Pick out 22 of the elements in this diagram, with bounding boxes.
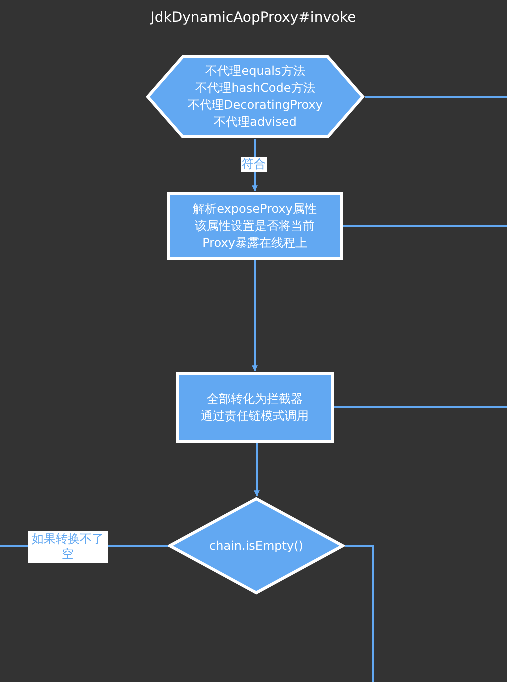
connector-line: [334, 406, 507, 408]
node-text: 通过责任链模式调用: [201, 408, 309, 424]
edge-label: 符合: [241, 157, 267, 172]
arrow: [254, 443, 260, 497]
node-text: 不代理hashCode方法: [196, 80, 316, 97]
connector-line: [343, 225, 507, 227]
connector-line: [365, 96, 507, 98]
arrow: [252, 260, 258, 372]
process-box: [167, 192, 343, 260]
process-box: [176, 372, 334, 443]
hexagon-shape: [146, 55, 365, 139]
node-text: chain.isEmpty(): [210, 538, 304, 554]
node-text: 该属性设置是否将当前Proxy暴露在线程上: [194, 218, 316, 252]
title: JdkDynamicAopProxy#invoke: [149, 10, 358, 26]
node-text: 不代理equals方法: [206, 63, 306, 80]
connector-line: [345, 545, 374, 682]
edge-label: 如果转换不了空: [28, 531, 108, 563]
node-text: 不代理DecoratingProxy: [188, 97, 323, 114]
decision-diamond: [168, 497, 345, 595]
node-text: 全部转化为拦截器: [207, 390, 303, 408]
node-text: 不代理advised: [214, 114, 297, 131]
node-text: 解析exposeProxy属性: [192, 200, 318, 218]
